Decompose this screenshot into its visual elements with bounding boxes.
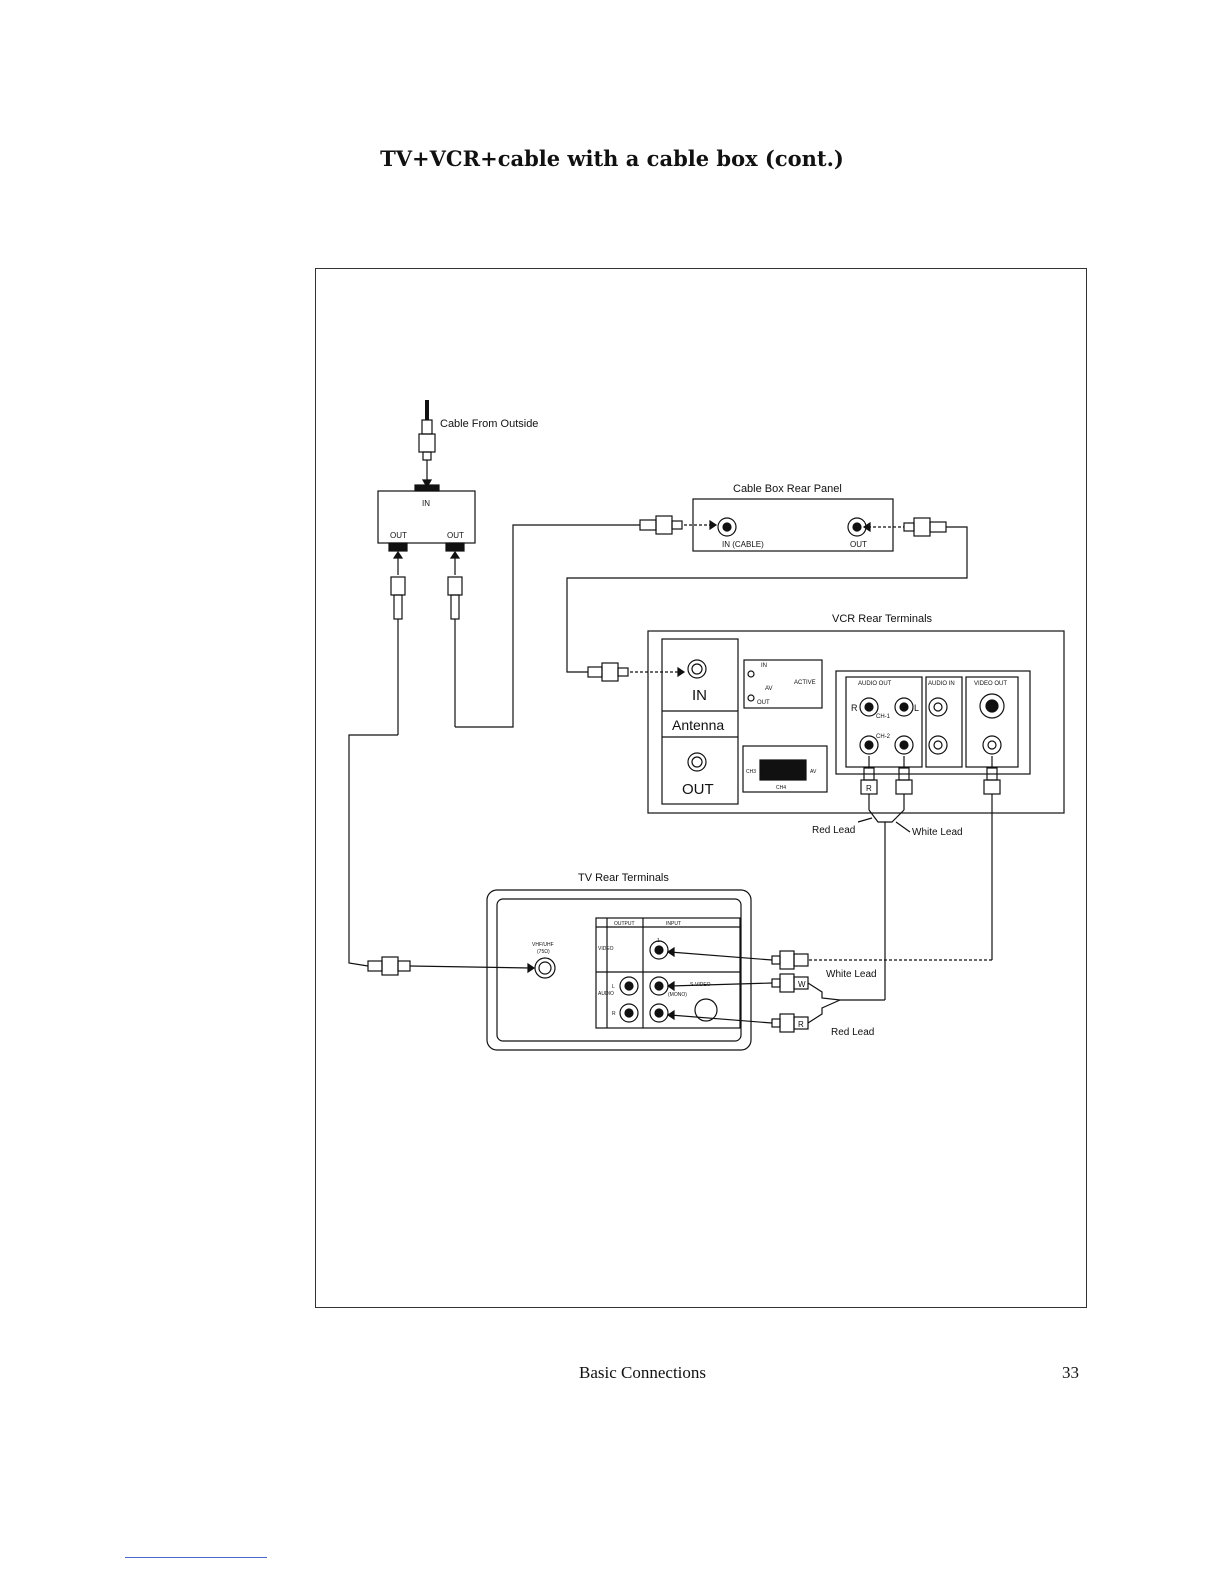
splitter-out-left-label: OUT [390, 531, 407, 540]
vcr-switch-out-label: OUT [757, 700, 770, 706]
tv-panel [486, 889, 752, 1051]
cablebox-in-plug [639, 515, 718, 535]
cable-cablebox-to-vcr [566, 526, 968, 673]
vcr-white-lead-label: White Lead [912, 827, 963, 838]
vcr-white-plug [895, 756, 913, 810]
splitter-in-label: IN [422, 499, 430, 508]
splitter-right-plug [447, 550, 463, 727]
cable-box-title: Cable Box Rear Panel [733, 483, 842, 495]
vcr-channel-left-label: CH3 [746, 769, 756, 775]
cable-box-out-label: OUT [850, 540, 867, 549]
tv-input-label: INPUT [666, 921, 681, 927]
vcr-red-plug [860, 756, 878, 810]
vcr-panel [647, 630, 1065, 814]
tv-red-plug-letter: R [798, 1020, 804, 1029]
vcr-audio-out-label: AUDIO OUT [858, 681, 892, 687]
tv-title: TV Rear Terminals [578, 872, 669, 884]
tv-red-lead-label: Red Lead [831, 1027, 874, 1038]
tv-white-plug-letter: W [798, 980, 806, 989]
splitter [377, 484, 476, 552]
cable-splitter-to-cablebox [455, 524, 640, 728]
vcr-antenna-label: Antenna [672, 717, 724, 733]
vcr-red-plug-letter: R [866, 784, 872, 793]
vcr-video-out-label: VIDEO OUT [974, 681, 1007, 687]
vcr-antenna-out-label: OUT [682, 781, 714, 798]
audio-pair-cable [868, 809, 886, 1000]
tv-r-label: R [612, 1011, 616, 1017]
tv-vhf-uhf-label: VHF/UHF [532, 942, 554, 948]
outside-cable [418, 400, 436, 489]
splitter-left-plug [390, 550, 406, 735]
vcr-ch2-label: CH-2 [876, 734, 891, 740]
vcr-red-lead-label: Red Lead [812, 825, 855, 836]
cable-box-panel [692, 498, 894, 552]
tv-white-lead-label: White Lead [826, 969, 877, 980]
vcr-r-label: R [851, 703, 858, 713]
tv-audio-label: AUDIO [598, 991, 614, 997]
tv-video-label: VIDEO [598, 946, 614, 952]
tv-white-plug [666, 973, 841, 1001]
diagram-frame [315, 268, 1087, 1308]
splitter-out-right-label: OUT [447, 531, 464, 540]
vcr-switch-av-label: AV [765, 686, 773, 692]
cablebox-out-plug [862, 517, 947, 537]
vcr-title: VCR Rear Terminals [832, 613, 933, 625]
vcr-audio-in-label: AUDIO IN [928, 681, 955, 687]
tv-mono-label: (MONO) [668, 992, 687, 998]
vcr-channel-av-label: AV [810, 769, 817, 775]
vcr-switch-active-label: ACTIVE [794, 680, 816, 686]
tv-ohm-label: (75Ω) [537, 949, 550, 955]
page-number: 33 [1062, 1363, 1079, 1382]
vcr-in-plug [587, 662, 686, 682]
tv-l-label: L [612, 984, 615, 990]
vcr-antenna-in-label: IN [692, 687, 707, 704]
vcr-ch1-label: CH-1 [876, 714, 891, 720]
tv-output-label: OUTPUT [614, 921, 635, 927]
tv-red-plug [666, 999, 841, 1033]
tv-one-label: 1 [657, 938, 660, 944]
vcr-video-plug [983, 756, 1001, 960]
cable-splitter-to-tv [348, 734, 398, 967]
vcr-channel-right-label: CH4 [776, 785, 786, 791]
bottom-rule [125, 1557, 267, 1558]
tv-antenna-plug [367, 956, 536, 976]
cable-box-in-label: IN (CABLE) [722, 540, 764, 549]
vcr-switch-in-label: IN [761, 663, 767, 669]
vcr-l-label: L [914, 703, 919, 713]
tv-video-plug [666, 946, 992, 970]
cable-from-outside-label: Cable From Outside [440, 418, 538, 430]
page-title: TV+VCR+cable with a cable box (cont.) [380, 146, 844, 171]
footer-section: Basic Connections [579, 1363, 707, 1382]
